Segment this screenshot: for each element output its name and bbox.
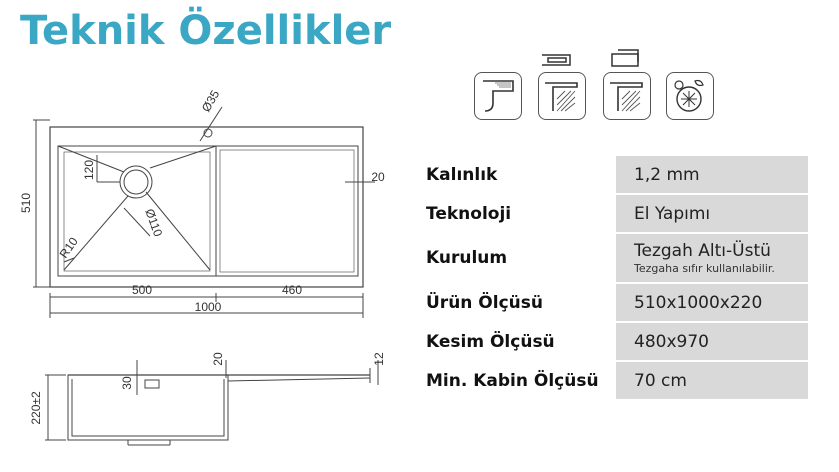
spec-value: 1,2 mm	[616, 156, 808, 193]
flush-small-icon	[611, 49, 639, 67]
page-title: Teknik Özellikler	[20, 8, 392, 54]
dim-depth-label: 510	[19, 193, 33, 213]
drainer-outline	[215, 145, 359, 277]
dim-overflow-height-label: 30	[120, 376, 134, 390]
spec-value: 480x970	[616, 323, 808, 360]
spec-label: Ürün Ölçüsü	[426, 292, 543, 313]
spec-label: Teknoloji	[426, 203, 512, 224]
spec-value: El Yapımı	[616, 195, 808, 232]
dim-drainer-label: 460	[282, 283, 302, 297]
spec-label: Kurulum	[426, 248, 508, 268]
spec-row-product-size: Ürün Ölçüsü 510x1000x220	[420, 284, 808, 321]
spec-row-installation: Kurulum Tezgah Altı-Üstü Tezgaha sıfır k…	[420, 234, 808, 282]
food-fruit-icon	[666, 72, 714, 120]
sink-outline-side-view	[67, 374, 229, 441]
spec-row-cutout-size: Kesim Ölçüsü 480x970	[420, 323, 808, 360]
spec-value: Tezgah Altı-Üstü	[634, 241, 771, 261]
specs-table: Kalınlık 1,2 mm Teknoloji El Yapımı Kuru…	[420, 154, 808, 401]
spec-row-min-cabinet: Min. Kabin Ölçüsü 70 cm	[420, 362, 808, 399]
spec-label: Min. Kabin Ölçüsü	[426, 370, 599, 391]
spec-label: Kalınlık	[426, 164, 498, 185]
topmount-small-icon	[542, 54, 571, 66]
spec-row-thickness: Kalınlık 1,2 mm	[420, 156, 808, 193]
dim-radius-label: R10	[57, 234, 81, 260]
spec-value: 70 cm	[616, 362, 808, 399]
spec-row-technology: Teknoloji El Yapımı	[420, 195, 808, 232]
spec-label: Kesim Ölçüsü	[426, 331, 555, 352]
spec-value: 510x1000x220	[616, 284, 808, 321]
dim-height-label: 220±2	[29, 391, 43, 425]
sink-outline-top-view	[49, 126, 364, 288]
dim-bowl-label: 500	[132, 283, 152, 297]
spec-value-group: Tezgah Altı-Üstü Tezgaha sıfır kullanıla…	[616, 234, 808, 282]
dim-rim-label: 20	[371, 170, 385, 184]
flush-mount-install-icon	[603, 72, 651, 120]
topmount-install-icon	[538, 72, 586, 120]
dim-drain-offset-label: 120	[82, 160, 96, 180]
dim-side-rim-label: 20	[211, 352, 225, 366]
drain-hole	[119, 165, 153, 199]
technical-drawing: 510 1000 500 460 120 Ø35 Ø110 R10 20 220…	[19, 87, 386, 446]
installation-icons	[470, 44, 720, 124]
spec-note: Tezgaha sıfır kullanılabilir.	[634, 262, 775, 275]
dim-overflow-label: Ø35	[199, 87, 223, 114]
dim-thickness-label: 12	[372, 352, 386, 366]
dim-width-label: 1000	[195, 300, 222, 314]
undermount-install-icon	[474, 72, 522, 120]
